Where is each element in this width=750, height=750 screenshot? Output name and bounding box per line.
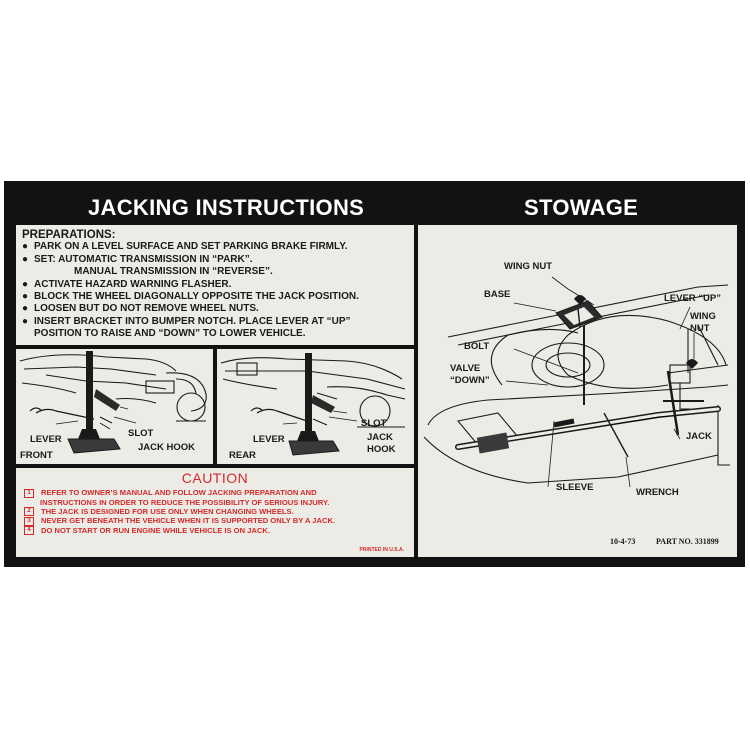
bullet-icon: ● — [22, 278, 29, 290]
date-code: 10-4-73 — [610, 537, 636, 546]
front-lever-label: LEVER — [30, 434, 62, 445]
front-label: FRONT — [20, 450, 53, 461]
bullet-icon: ● — [22, 291, 29, 303]
rear-lever-label: LEVER — [253, 434, 285, 445]
front-slot-label: SLOT — [128, 428, 154, 439]
prep-item: ●LOOSEN BUT DO NOT REMOVE WHEEL NUTS. — [22, 303, 259, 315]
caution-item-cont: INSTRUCTIONS IN ORDER TO REDUCE THE POSS… — [40, 497, 330, 507]
jack-post — [86, 351, 93, 431]
wrench-label: WRENCH — [636, 487, 679, 498]
base-label: BASE — [484, 289, 511, 300]
prep-item: ●PARK ON A LEVEL SURFACE AND SET PARKING… — [22, 241, 348, 253]
jack-post — [305, 353, 312, 433]
prep-item-cont: POSITION TO RAISE AND “DOWN” TO LOWER VE… — [34, 328, 306, 340]
nut-label: NUT — [690, 323, 710, 334]
printed-in-usa: PRINTED IN U.S.A. — [359, 547, 404, 553]
front-jack-illustration — [19, 351, 207, 454]
lever-up-label: LEVER “UP” — [664, 293, 722, 304]
rear-slot-label: SLOT — [361, 418, 387, 429]
rear-jack-label: JACK — [367, 432, 393, 443]
number-box: 1 — [24, 488, 34, 498]
stowage-illustration — [423, 276, 730, 488]
preparations-list: PREPARATIONS: ●PARK ON A LEVEL SURFACE A… — [16, 225, 414, 341]
jack-label: JACK — [686, 431, 712, 442]
prep-item: ●INSERT BRACKET INTO BUMPER NOTCH. PLACE… — [22, 315, 351, 327]
prep-item: ●SET: AUTOMATIC TRANSMISSION IN “PARK”. — [22, 253, 253, 265]
wing-nut-icon — [574, 295, 586, 305]
number-box: 2 — [24, 507, 34, 517]
rear-label: REAR — [229, 450, 256, 461]
front-jack-hook-label: JACK HOOK — [138, 442, 196, 453]
wing-nut-top-label: WING NUT — [504, 261, 553, 272]
preparations-title: PREPARATIONS: — [22, 229, 116, 241]
wing-label: WING — [690, 311, 716, 322]
prep-item-manual: MANUAL TRANSMISSION IN “REVERSE”. — [74, 266, 273, 278]
rear-jack-illustration — [220, 353, 406, 456]
stowage-title: STOWAGE — [524, 195, 639, 220]
preparations-panel — [16, 225, 414, 345]
sleeve-label: SLEEVE — [556, 482, 594, 493]
bullet-icon: ● — [22, 253, 29, 265]
front-jack-figure: LEVER FRONT SLOT JACK HOOK — [16, 349, 213, 464]
number-box: 3 — [24, 516, 34, 526]
stowage-panel: WING NUT BASE LEVER “UP” WING NUT BOLT V… — [418, 225, 737, 557]
prep-item: ●ACTIVATE HAZARD WARNING FLASHER. — [22, 278, 232, 290]
bullet-icon: ● — [22, 315, 29, 327]
prep-item: ●BLOCK THE WHEEL DIAGONALLY OPPOSITE THE… — [22, 291, 359, 303]
bullet-icon: ● — [22, 241, 29, 253]
caution-title: CAUTION — [181, 470, 249, 486]
down-label: “DOWN” — [450, 375, 490, 386]
jacking-instructions-title: JACKING INSTRUCTIONS — [88, 195, 365, 220]
rear-jack-figure: LEVER REAR SLOT JACK HOOK — [217, 349, 414, 464]
number-box: 4 — [24, 526, 34, 536]
bolt-label: BOLT — [464, 341, 490, 352]
bullet-icon: ● — [22, 303, 29, 315]
jacking-decal: JACKING INSTRUCTIONS STOWAGE PREPARATION… — [4, 181, 745, 567]
wing-nut-icon — [686, 359, 698, 369]
valve-label: VALVE — [450, 363, 481, 374]
part-number: PART NO. 331899 — [656, 537, 719, 546]
rear-hook-label: HOOK — [367, 444, 396, 455]
